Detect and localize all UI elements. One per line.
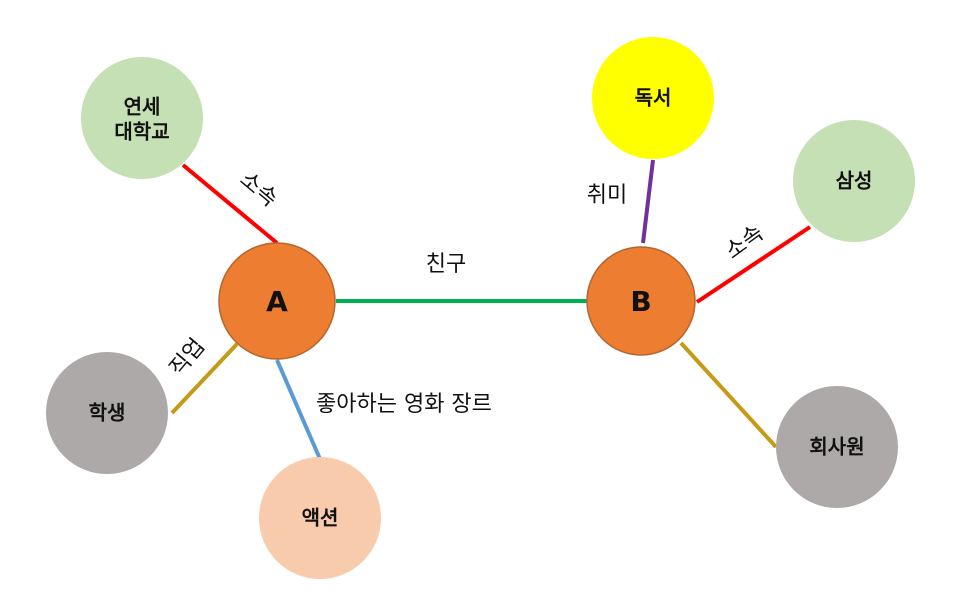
node-employee-label: 회사원 bbox=[809, 435, 864, 459]
edge-b-reading bbox=[641, 159, 655, 244]
node-b-circle bbox=[586, 246, 696, 356]
edge-label-a-b: 친구 bbox=[426, 252, 466, 277]
node-action-label: 액션 bbox=[302, 506, 339, 530]
node-reading-label: 독서 bbox=[635, 86, 672, 110]
node-yonsei-line1: 연세 bbox=[124, 95, 161, 119]
node-a-circle bbox=[218, 242, 336, 360]
edge-label-a-action: 좋아하는 영화 장르 bbox=[316, 392, 492, 417]
node-yonsei-line2: 대학교 bbox=[114, 120, 169, 144]
edge-label-a-student: 직업 bbox=[165, 334, 210, 381]
edge-a-action bbox=[275, 359, 322, 460]
node-action-circle bbox=[259, 457, 381, 579]
edge-a-yonsei bbox=[181, 163, 279, 245]
edge-a-student bbox=[170, 342, 239, 415]
edge-b-samsung bbox=[695, 225, 812, 304]
node-reading-circle bbox=[592, 37, 714, 159]
edge-b-employee bbox=[679, 341, 778, 449]
node-a-label: A bbox=[266, 285, 288, 318]
node-student-circle bbox=[46, 352, 168, 474]
node-student-label: 학생 bbox=[89, 401, 126, 425]
node-samsung-label: 삼성 bbox=[836, 169, 873, 193]
node-employee-circle bbox=[776, 386, 898, 508]
edge-label-b-reading: 취미 bbox=[587, 183, 627, 208]
edge-label-a-yonsei: 소속 bbox=[235, 167, 282, 212]
node-samsung-circle bbox=[793, 120, 915, 242]
node-yonsei-circle bbox=[81, 57, 203, 179]
node-b-label: B bbox=[630, 285, 651, 318]
